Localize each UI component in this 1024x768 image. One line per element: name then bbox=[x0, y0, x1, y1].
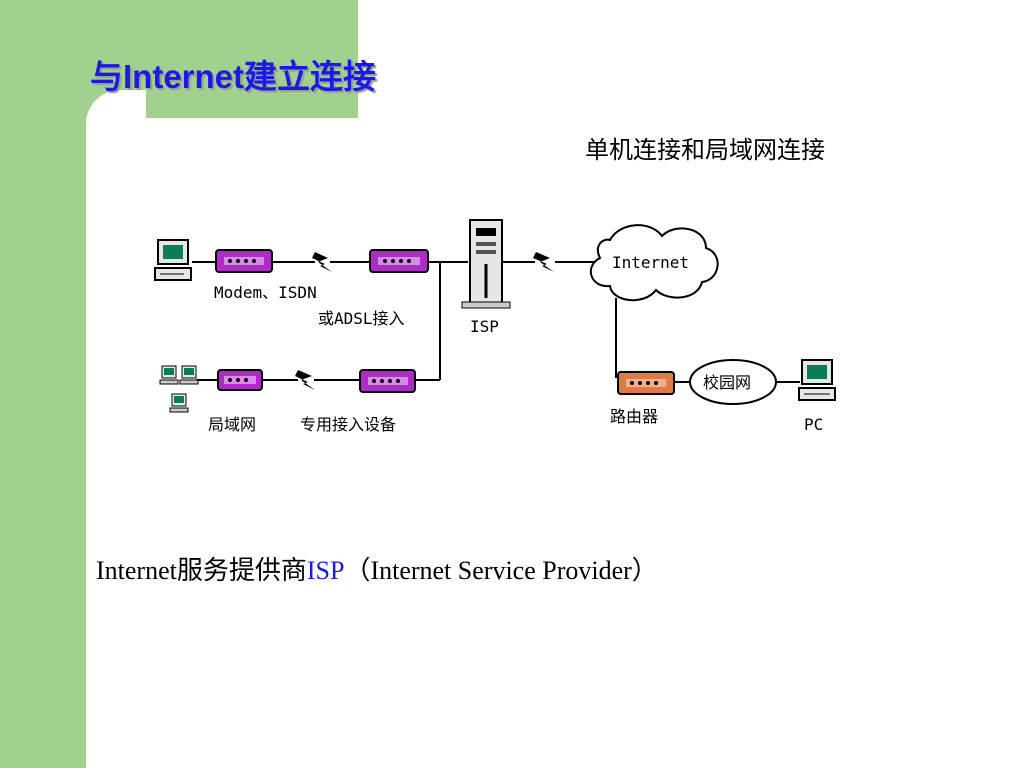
label-lan: 局域网 bbox=[208, 415, 256, 434]
dedicated-access-device-icon bbox=[359, 369, 416, 393]
slide-title: 与Internet建立连接 bbox=[90, 58, 377, 95]
connection-lines bbox=[192, 261, 800, 383]
adsl-device-icon bbox=[369, 249, 429, 273]
isp-definition: Internet服务提供商ISP（Internet Service Provid… bbox=[96, 550, 658, 587]
content-corner bbox=[86, 90, 146, 150]
server-tower-icon bbox=[461, 219, 511, 309]
router-icon bbox=[617, 371, 675, 395]
isp-definition-prefix: Internet服务提供商 bbox=[96, 556, 307, 585]
diagram-subtitle: 单机连接和局域网连接 bbox=[585, 136, 825, 164]
campus-network-ellipse bbox=[689, 359, 777, 405]
network-diagram: Modem、ISDN 或ADSL接入 ISP Internet bbox=[154, 219, 836, 434]
label-dedicated-access: 专用接入设备 bbox=[300, 415, 396, 434]
modem-icon bbox=[215, 249, 273, 273]
label-pc: PC bbox=[804, 415, 823, 434]
internet-cloud-icon bbox=[589, 224, 719, 302]
pc-icon bbox=[798, 359, 836, 401]
label-campus-network: 校园网 bbox=[703, 373, 751, 392]
lan-computers-icon bbox=[159, 365, 199, 413]
lan-modem-icon bbox=[217, 369, 263, 391]
computer-icon bbox=[154, 239, 192, 281]
lightning-bolt-icon bbox=[312, 252, 332, 272]
label-router: 路由器 bbox=[610, 407, 658, 426]
isp-acronym: ISP bbox=[306, 556, 345, 585]
lightning-bolt-icon bbox=[295, 370, 315, 390]
lightning-bolt-icon bbox=[533, 252, 554, 272]
label-internet: Internet bbox=[612, 253, 689, 272]
label-isp: ISP bbox=[470, 317, 499, 336]
label-adsl-access: 或ADSL接入 bbox=[318, 309, 405, 328]
sidebar-green-bar bbox=[0, 0, 86, 768]
isp-definition-suffix: （Internet Service Provider） bbox=[344, 556, 658, 585]
label-modem-isdn: Modem、ISDN bbox=[214, 283, 317, 302]
